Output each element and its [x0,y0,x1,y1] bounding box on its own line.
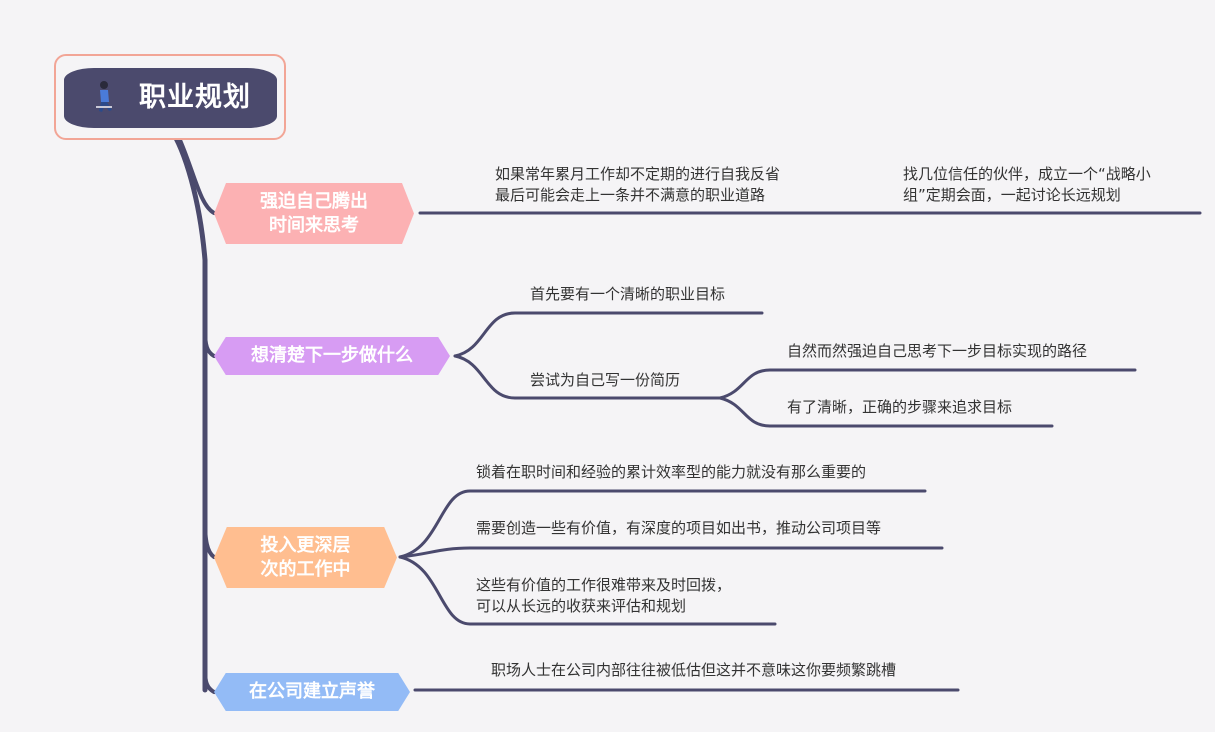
connector-b2-leaf-1 [453,311,764,358]
branch-node-reputation[interactable]: 在公司建立声誉 [214,673,410,711]
branch-label-line: 强迫自己腾出 [260,190,368,212]
leaf-text-line: 最后可能会走上一条并不满意的职业道路 [495,186,766,204]
trunk-connector [167,125,208,693]
connector-b3-leaf-2 [398,546,944,559]
branch-label-line: 时间来思考 [269,214,359,236]
connector-branch-4 [203,668,216,694]
branch-node-next-step[interactable]: 想清楚下一步做什么 [214,337,450,375]
leaf-node[interactable]: 如果常年累月工作却不定期的进行自我反省 最后可能会走上一条并不满意的职业道路 [495,164,780,206]
leaf-node[interactable]: 这些有价值的工作很难带来及时回拨， 可以从长远的收获来评估和规划 [476,575,731,617]
leaf-node[interactable]: 找几位信任的伙伴，成立一个“战略小 组”定期会面，一起讨论长远规划 [903,164,1151,206]
connector-b2-sub-2 [718,396,1054,428]
leaf-node[interactable]: 锁着在职时间和经验的累计效率型的能力就没有那么重要的 [476,462,866,483]
leaf-text-line: 如果常年累月工作却不定期的进行自我反省 [495,165,781,183]
connector-b2-sub-1 [718,368,1137,400]
leaf-node[interactable]: 自然而然强迫自己思考下一步目标实现的路径 [787,341,1087,362]
leaf-text: 有了清晰，正确的步骤来追求目标 [787,398,1013,416]
branch-node-make-time[interactable]: 强迫自己腾出 时间来思考 [214,183,414,244]
leaf-text-line: 组”定期会面，一起讨论长远规划 [903,186,1121,204]
leaf-text: 尝试为自己写一份简历 [530,371,681,389]
leaf-text-line: 这些有价值的工作很难带来及时回拨， [476,576,732,594]
person-sitting-icon [96,81,112,112]
leaf-node[interactable]: 需要创造一些有价值，有深度的项目如出书，推动公司项目等 [476,518,881,539]
leaf-text-line: 找几位信任的伙伴，成立一个“战略小 [903,165,1151,183]
leaf-node[interactable]: 职场人士在公司内部往往被低估但这并不意味这你要频繁跳槽 [491,660,896,681]
root-node[interactable]: 职业规划 [64,68,277,128]
connector-b3-leaf-3 [398,555,777,626]
connector-branch-1 [178,138,216,215]
branch-label: 想清楚下一步做什么 [251,345,413,366]
leaf-text: 需要创造一些有价值，有深度的项目如出书，推动公司项目等 [476,519,882,537]
branch-label-line: 投入更深层 [260,534,351,556]
connector-b3-leaf-1 [398,489,927,559]
leaf-node[interactable]: 尝试为自己写一份简历 [530,370,680,391]
connector-branch-3 [203,518,216,559]
leaf-node[interactable]: 首先要有一个清晰的职业目标 [530,284,725,305]
connector-b2-leaf-2 [453,354,722,400]
root-title: 职业规划 [139,82,251,113]
leaf-text: 自然而然强迫自己思考下一步目标实现的路径 [787,342,1088,360]
branch-label-line: 次的工作中 [260,558,351,580]
leaf-text: 职场人士在公司内部往往被低估但这并不意味这你要频繁跳槽 [491,661,897,679]
leaf-text-line: 可以从长远的收获来评估和规划 [476,597,687,615]
leaf-text: 首先要有一个清晰的职业目标 [530,285,726,303]
connector-branch-2 [203,328,216,358]
leaf-text: 锁着在职时间和经验的累计效率型的能力就没有那么重要的 [476,463,867,481]
leaf-node[interactable]: 有了清晰，正确的步骤来追求目标 [787,397,1012,418]
branch-node-deeper-work[interactable]: 投入更深层 次的工作中 [214,527,397,588]
branch-label: 在公司建立声誉 [249,681,375,702]
